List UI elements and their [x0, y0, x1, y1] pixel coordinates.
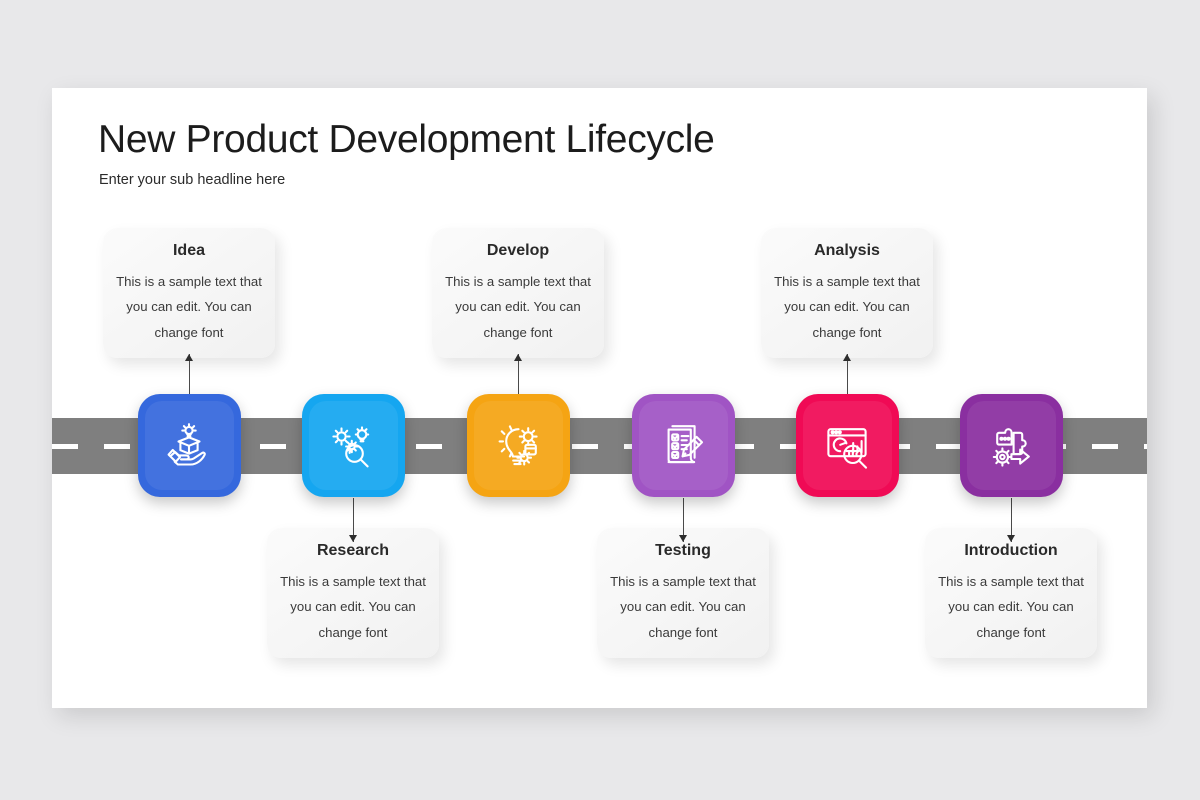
connector-stem [846, 354, 849, 398]
tile-inner-bevel [966, 401, 1056, 490]
tile-inner-bevel [802, 401, 892, 490]
connector-stem [188, 354, 191, 398]
connector-arrow-analysis [842, 354, 853, 398]
puzzle-gear-arrow-icon [992, 427, 1030, 467]
connector-stem [1010, 498, 1013, 542]
connector-arrow-testing [678, 498, 689, 542]
step-tile-research[interactable] [301, 394, 405, 497]
step-description: This is a sample text that you can edit.… [280, 574, 426, 640]
connector-arrow-idea [184, 354, 195, 398]
road-dashed-line [52, 444, 1147, 449]
connector-arrow-develop [513, 354, 524, 398]
checklist-pencil-icon [667, 424, 704, 463]
step-tile-idea[interactable] [137, 394, 241, 497]
connector-stem [682, 498, 685, 542]
step-title: Idea [172, 242, 205, 259]
connector-arrow-research [348, 498, 359, 542]
connector-arrowhead [1006, 535, 1015, 542]
step-title: Analysis [814, 242, 880, 259]
step-title: Introduction [964, 542, 1058, 559]
connector-arrow-introduction [1006, 498, 1017, 542]
tile-inner-bevel [473, 401, 563, 490]
step-title: Research [316, 542, 390, 559]
step-tile-introduction[interactable] [959, 394, 1063, 497]
step-title: Testing [655, 542, 711, 559]
step-tile-analysis[interactable] [795, 394, 899, 497]
step-tile-testing[interactable] [631, 394, 735, 497]
lightbulb-gears-icon [498, 424, 538, 466]
step-description: This is a sample text that you can edit.… [938, 574, 1084, 640]
connector-arrowhead [678, 535, 687, 542]
chart-dashboard-magnifier-icon [827, 427, 868, 469]
connector-stem [517, 354, 520, 398]
gears-magnifier-lightbulb-icon [332, 425, 370, 467]
step-description: This is a sample text that you can edit.… [774, 274, 920, 340]
connector-arrowhead [842, 354, 851, 361]
connector-arrowhead [513, 354, 522, 361]
step-title: Develop [486, 242, 550, 259]
connector-arrowhead [348, 535, 357, 542]
step-description: This is a sample text that you can edit.… [610, 574, 756, 640]
step-tile-develop[interactable] [466, 394, 570, 497]
page-subtitle: Enter your sub headline here [99, 172, 286, 188]
step-description: This is a sample text that you can edit.… [116, 274, 262, 340]
connector-arrowhead [184, 354, 193, 361]
hand-holding-box-lightbulb-icon [167, 422, 206, 466]
slide-canvas: New Product Development Lifecycle Enter … [52, 88, 1147, 708]
page-title: New Product Development Lifecycle [98, 118, 715, 161]
step-description: This is a sample text that you can edit.… [445, 274, 591, 340]
connector-stem [352, 498, 355, 542]
